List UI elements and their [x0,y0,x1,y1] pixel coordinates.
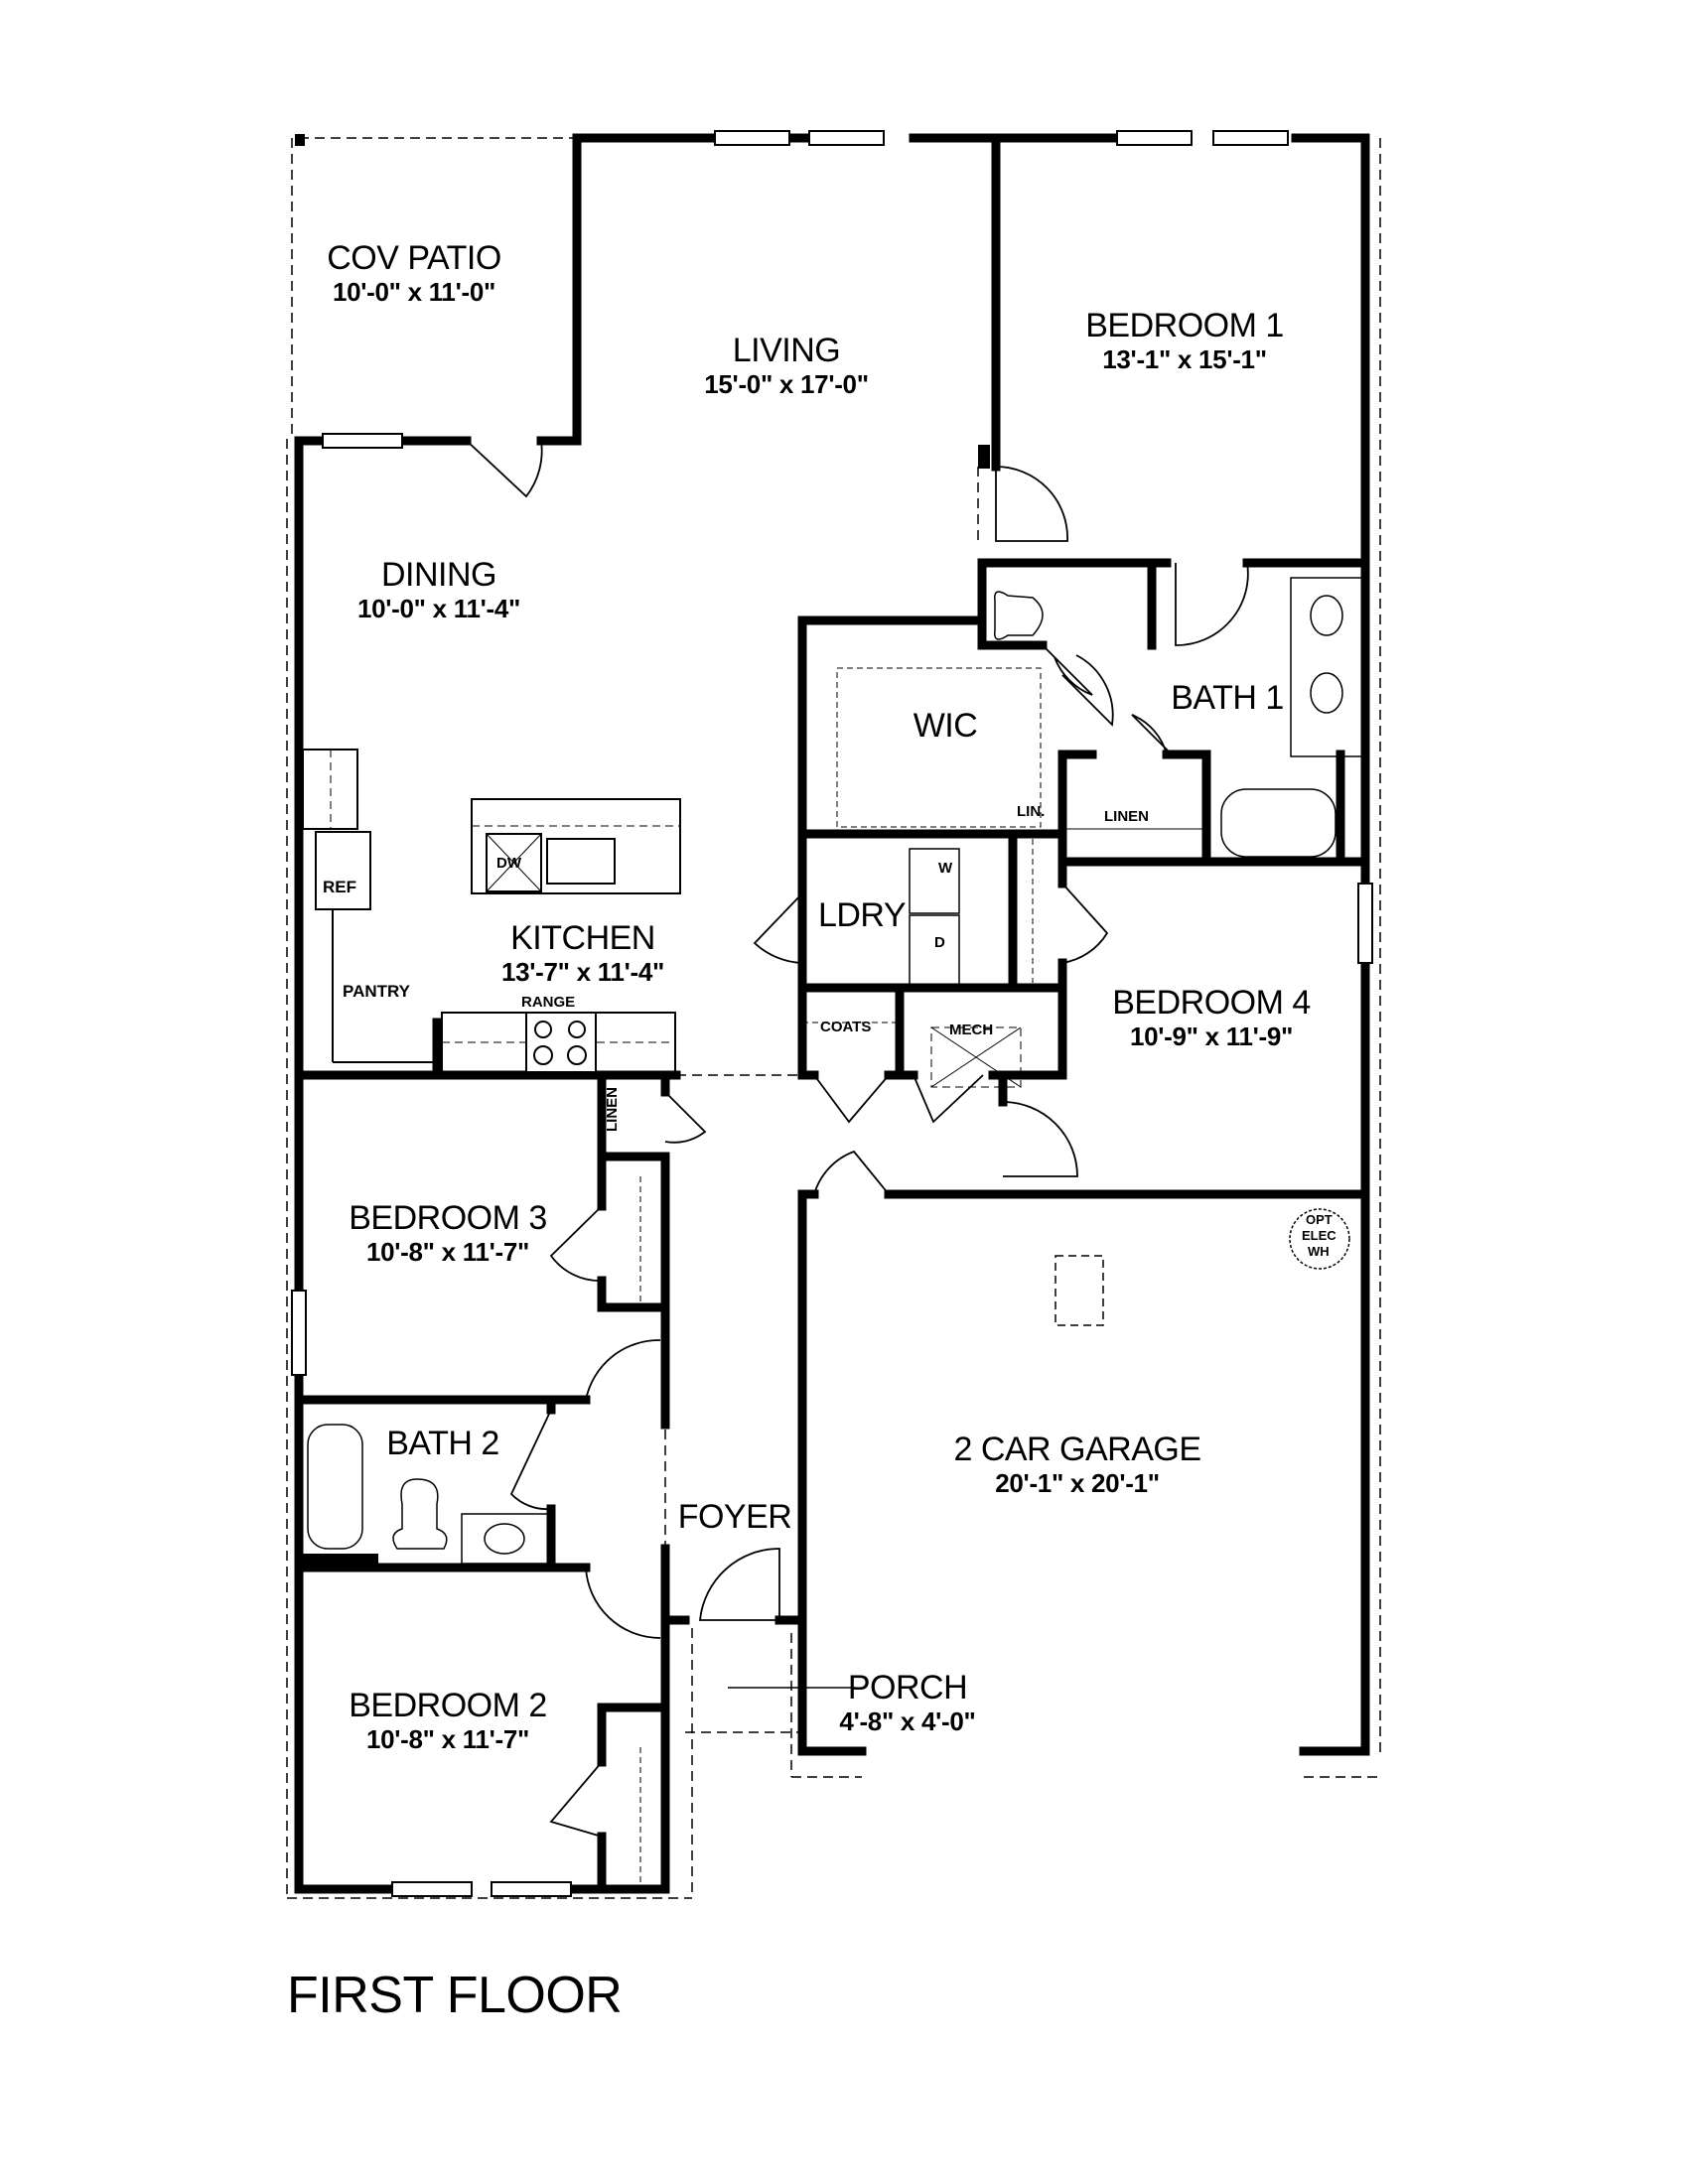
room-label-bedroom-1: BEDROOM 1 13'-1" x 15'-1" [1085,309,1284,372]
room-label-wic: WIC [914,709,978,743]
room-label-bath-1: BATH 1 [1171,681,1284,715]
fixture-label-mech: MECH [949,1022,994,1038]
room-label-garage: 2 CAR GARAGE 20'-1" x 20'-1" [953,1431,1201,1498]
room-name: BEDROOM 2 [349,1687,547,1724]
room-name: BEDROOM 3 [349,1199,547,1237]
garage-details [728,1208,1350,1689]
fixture-label-ref: REF [323,878,356,896]
room-label-dining: DINING 10'-0" x 11'-4" [357,558,520,621]
windows [291,130,1373,1897]
fixture-label-dishwasher: DW [496,855,521,872]
room-dimensions: 10'-8" x 11'-7" [365,1237,530,1267]
room-name: BATH 2 [386,1425,499,1462]
room-dimensions: 13'-1" x 15'-1" [1102,344,1267,374]
patio-outline [286,137,1381,1899]
fixture-label-linen-hall: LINEN [604,1087,621,1132]
room-name: PORCH [847,1669,968,1706]
floor-title: FIRST FLOOR [287,1967,623,2024]
fixture-label-range: RANGE [521,994,576,1011]
room-name: BEDROOM 4 [1112,984,1311,1022]
fixture-label-wh: WH [1308,1244,1330,1259]
room-name: BATH 1 [1171,679,1284,717]
room-label-living: LIVING 15'-0" x 17'-0" [704,334,869,397]
fixture-label-washer: W [938,860,953,877]
room-name: 2 CAR GARAGE [953,1431,1201,1468]
room-label-cov-patio: COV PATIO 10'-0" x 11'-0" [327,241,501,305]
kitchen-fixtures [302,749,681,1073]
walls [294,133,1370,1894]
fixture-label-dryer: D [934,934,945,951]
room-dimensions: 10'-8" x 11'-7" [365,1724,530,1754]
room-dimensions: 10'-9" x 11'-9" [1129,1022,1294,1051]
room-name: WIC [913,707,978,745]
bath-fixtures [307,577,1363,1886]
fixture-label-wh-opt: OPT [1306,1212,1333,1227]
fixture-label-wh-elec: ELEC [1302,1228,1336,1243]
room-name: BEDROOM 1 [1085,307,1284,344]
room-label-porch: PORCH 4'-8" x 4'-0" [839,1671,975,1734]
room-dimensions: 10'-0" x 11'-0" [332,277,496,307]
room-name: COV PATIO [327,239,501,277]
room-dimensions: 20'-1" x 20'-1" [995,1468,1160,1498]
room-dimensions: 10'-0" x 11'-4" [356,594,521,623]
room-label-kitchen: KITCHEN 13'-7" x 11'-4" [501,921,664,985]
door-swings [466,440,1249,1838]
fixture-label-pantry: PANTRY [343,982,410,1001]
room-name: KITCHEN [510,919,655,957]
room-dimensions: 13'-7" x 11'-4" [500,957,665,987]
fixture-label-lin: LIN. [1017,803,1046,820]
room-name: FOYER [677,1498,792,1536]
fixture-label-coats: COATS [820,1019,872,1035]
room-dimensions: 4'-8" x 4'-0" [839,1706,976,1736]
room-label-ldry: LDRY [817,896,907,934]
room-label-bedroom-2: BEDROOM 2 10'-8" x 11'-7" [349,1689,547,1752]
room-name: LDRY [817,896,907,934]
fixture-label-linen-bath1: LINEN [1104,808,1149,825]
room-name: DINING [380,556,497,594]
room-dimensions: 15'-0" x 17'-0" [704,369,869,399]
room-label-bedroom-4: BEDROOM 4 10'-9" x 11'-9" [1112,986,1311,1049]
room-label-bath-2: BATH 2 [386,1427,499,1460]
room-label-bedroom-3: BEDROOM 3 10'-8" x 11'-7" [349,1201,547,1265]
room-name: LIVING [732,332,841,369]
room-label-foyer: FOYER [678,1500,792,1534]
